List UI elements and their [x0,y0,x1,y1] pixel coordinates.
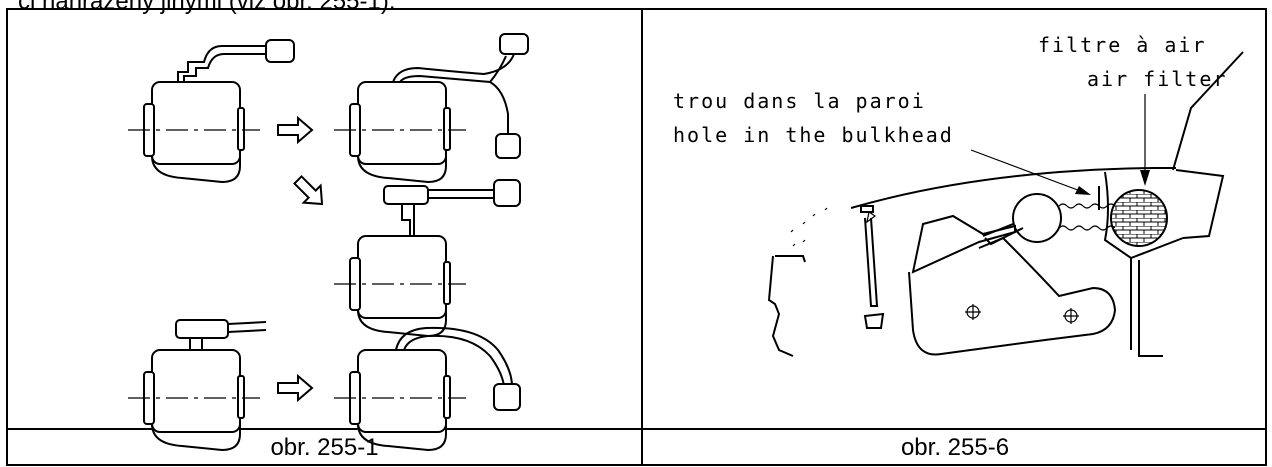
figure-table: filtre à air air filter trou dans la par… [6,8,1267,466]
left-components [767,205,885,357]
caption-left: obr. 255-1 [270,434,379,461]
assembly-2 [333,179,521,337]
filter-housing [1103,171,1184,260]
air-filter-element [1110,189,1168,247]
assembly-3-modified [333,326,521,451]
assembly-1-modified [333,33,529,183]
engine-block [908,214,1117,356]
caption-right: obr. 255-6 [900,434,1010,461]
caption-divider [8,428,1265,430]
label-air-filter-en: air filter [1087,67,1227,91]
bellows-hose [1058,203,1116,231]
figure-255-6-drawing: filtre à air air filter trou dans la par… [673,33,1244,357]
arrow-right-2 [277,375,313,401]
leader-hole [970,149,1091,195]
header-text-fragment: či nahrazeny jinými (viz obr. 255-1). [18,0,396,15]
body-panel [1172,51,1244,239]
figure-255-1-drawing [127,33,529,451]
column-divider [641,10,643,464]
carburetor-bowl [1012,193,1062,243]
label-air-filter-fr: filtre à air [1038,33,1207,57]
assembly-1-original [127,39,295,183]
arrow-right-1 [277,117,313,143]
assembly-3-original [127,319,267,451]
filter-support [1130,258,1163,357]
hood-line [850,167,1176,209]
arrow-diagonal [293,175,324,206]
leader-filter [1140,94,1150,186]
label-hole-en: hole in the bulkhead [673,123,954,147]
label-hole-fr: trou dans la paroi [673,89,926,113]
